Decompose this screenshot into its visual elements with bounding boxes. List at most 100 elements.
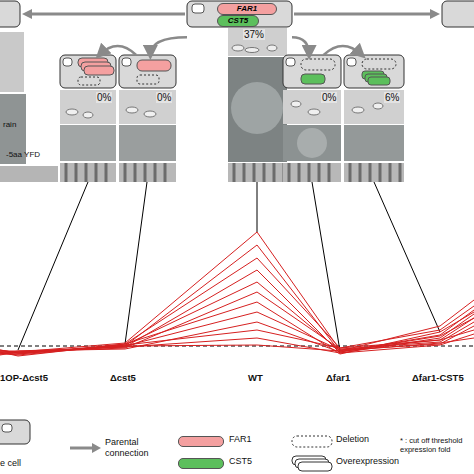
- cell-photo: [228, 28, 287, 56]
- percentage-value: 37%: [243, 29, 265, 40]
- percentage-value: 6%: [384, 92, 400, 103]
- colony-photo: [60, 125, 116, 161]
- cell-outline: [60, 55, 116, 88]
- cell-shape: [245, 48, 259, 53]
- cell-shape: [66, 109, 78, 115]
- leader-line: [374, 182, 440, 332]
- arrow-head: [22, 9, 32, 19]
- legend-arrow-head: [92, 443, 101, 453]
- cell-shape: [373, 103, 383, 109]
- leader-line: [312, 182, 340, 351]
- strip-stripes: [66, 163, 106, 182]
- axis-label: Δcst5: [110, 372, 136, 383]
- strip-stripes: [234, 163, 284, 182]
- strip-stripes: [125, 163, 165, 182]
- cell-shape: [352, 107, 364, 113]
- colony: [231, 82, 283, 134]
- cell-shape: [83, 112, 93, 118]
- legend-text: e cell: [0, 458, 21, 468]
- legend-text: CST5: [229, 456, 252, 466]
- cell-photo: [60, 90, 116, 124]
- parental-connection: [99, 46, 136, 55]
- gene-copy: [137, 60, 171, 71]
- percentage-value: 0%: [156, 92, 172, 103]
- cell-shape: [267, 45, 277, 51]
- colony-photo: [283, 125, 341, 161]
- leader-line: [125, 182, 147, 344]
- parental-arrow: [30, 13, 185, 16]
- photo-label: rain: [3, 120, 16, 129]
- cell-outline: [0, 1, 20, 27]
- cell-nucleus: [286, 58, 295, 66]
- plate-strip: [344, 163, 404, 182]
- strain-panel: 0%: [60, 55, 116, 182]
- colony: [297, 128, 327, 158]
- gene-deletion: [301, 59, 335, 70]
- cell-nucleus: [347, 58, 356, 66]
- threshold-note: * : cut off threshold expression fold: [400, 436, 474, 455]
- legend-cell-sample: [0, 420, 30, 444]
- strain-panel: 0%: [283, 55, 341, 182]
- strain-panel: 6%: [344, 55, 404, 182]
- leader-line: [257, 182, 258, 232]
- strain-panel: 0%: [119, 55, 176, 182]
- cell-outline: [344, 55, 404, 88]
- cell-photo: [344, 90, 404, 124]
- percentage-value: 0%: [96, 92, 112, 103]
- cell-shape: [308, 109, 320, 115]
- gene-name: CST5: [228, 17, 248, 25]
- strip-stripes: [289, 163, 329, 182]
- gene-deletion: [137, 75, 159, 84]
- cell-shape: [126, 107, 138, 113]
- gene-copy: [301, 74, 325, 84]
- plate-strip: [119, 163, 176, 182]
- plate-strip: [283, 163, 341, 182]
- gene-deletion: [362, 59, 396, 69]
- photo-label: -5aa YFD: [6, 150, 40, 159]
- percentage-value: 0%: [321, 92, 337, 103]
- legend-overexpression-sample: [298, 462, 332, 471]
- plate-strip: [60, 163, 116, 182]
- cell-nucleus: [122, 58, 131, 66]
- cell-outline: [283, 55, 341, 88]
- plate-strip: [228, 163, 287, 182]
- cell-photo: [119, 90, 176, 124]
- cell-outline: [442, 1, 474, 27]
- cell-shape: [291, 101, 301, 107]
- gene-copy: [368, 77, 390, 85]
- colony-photo: [344, 125, 404, 161]
- arrow-head: [430, 9, 440, 19]
- legend-deletion-sample: [292, 436, 332, 447]
- gene-name: FAR1: [237, 5, 257, 13]
- gene-copy: [84, 66, 114, 75]
- parental-connection: [324, 46, 362, 55]
- colony-photo: [119, 125, 176, 161]
- strain-panel: 37% FAR1CST5: [187, 1, 292, 182]
- legend-text: Deletion: [336, 434, 369, 444]
- cell-outline: [187, 1, 292, 27]
- parental-connection: [150, 37, 187, 55]
- legend-text: Overexpression: [336, 456, 399, 466]
- plate-strip: [0, 166, 58, 182]
- gene-deletion: [78, 77, 100, 85]
- legend-nucleus: [2, 424, 12, 432]
- cell-nucleus: [192, 4, 204, 13]
- expression-lines: [0, 232, 474, 356]
- legend-text: Parental connection: [105, 437, 167, 459]
- leader-line: [18, 182, 88, 350]
- legend-swatch: [178, 436, 224, 447]
- axis-label: WT: [248, 372, 263, 383]
- cell-shape: [144, 111, 156, 117]
- cell-photo: [0, 32, 24, 92]
- legend-swatch: [178, 458, 224, 469]
- legend-arrow-sample: [70, 447, 94, 450]
- axis-label: Δfar1: [326, 372, 350, 383]
- axis-label: Δfar1-CST5: [412, 372, 464, 383]
- cell-shape: [232, 45, 244, 51]
- axis-label: 1OP-Δcst5: [0, 372, 48, 383]
- cell-outline: [119, 55, 176, 88]
- parental-arrow: [294, 13, 432, 16]
